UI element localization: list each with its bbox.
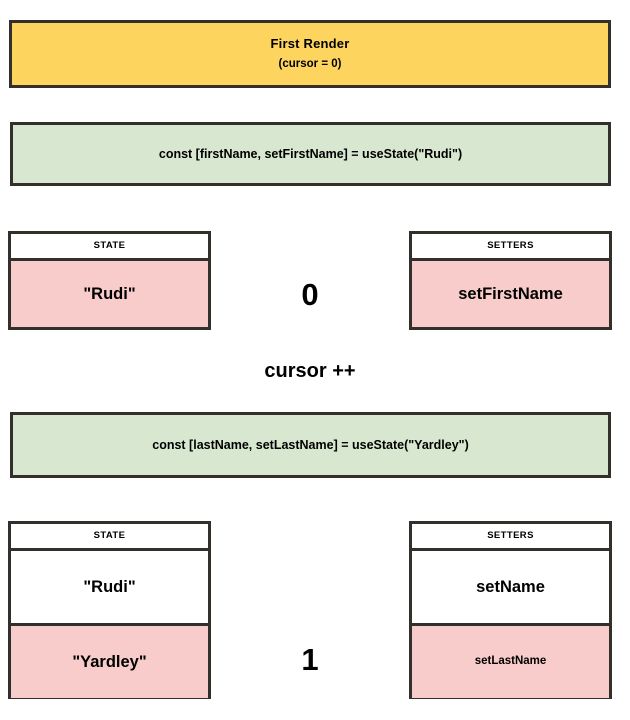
state-table-1-cell-value: "Rudi" (83, 284, 136, 303)
state-table-2: STATE "Rudi" "Yardley" (8, 521, 211, 699)
setters-table-1-header-label: SETTERS (487, 240, 534, 252)
setters-table-2-header-label: SETTERS (487, 530, 534, 542)
setters-table-2: SETTERS setName setLastName (409, 521, 612, 699)
state-table-2-cell-value-1: "Yardley" (72, 652, 147, 671)
hook-code-text-1: const [firstName, setFirstName] = useSta… (158, 146, 463, 161)
cursor-index-1: 1 (301, 642, 319, 677)
state-table-1: STATE "Rudi" (8, 231, 211, 330)
cursor-increment-label: cursor ++ (264, 360, 356, 382)
banner-cursor-subtitle: (cursor = 0) (278, 58, 342, 71)
setters-table-2-cell-value-1: setLastName (474, 655, 547, 668)
state-table-2-header: STATE (11, 524, 208, 551)
setters-table-2-header: SETTERS (412, 524, 609, 551)
setters-table-2-row: setLastName (412, 626, 609, 698)
setters-table-1-cell-value: setFirstName (458, 284, 563, 303)
setters-table-1-row: setFirstName (412, 261, 609, 327)
state-table-2-row: "Rudi" (11, 551, 208, 626)
setters-table-1-header: SETTERS (412, 234, 609, 261)
hook-code-box-2: const [lastName, setLastName] = useState… (10, 412, 611, 478)
cursor-index-0: 0 (301, 277, 319, 312)
setters-table-2-cell-value-0: setName (476, 577, 545, 596)
banner-title: First Render (270, 36, 350, 52)
state-table-1-header: STATE (11, 234, 208, 261)
state-table-1-row: "Rudi" (11, 261, 208, 327)
state-table-1-header-label: STATE (93, 240, 126, 252)
state-table-2-cell-value-0: "Rudi" (83, 577, 136, 596)
state-table-2-header-label: STATE (93, 530, 126, 542)
first-render-banner: First Render (cursor = 0) (9, 20, 611, 88)
setters-table-2-row: setName (412, 551, 609, 626)
setters-table-1: SETTERS setFirstName (409, 231, 612, 330)
hook-code-box-1: const [firstName, setFirstName] = useSta… (10, 122, 611, 186)
state-table-2-row: "Yardley" (11, 626, 208, 698)
hook-code-text-2: const [lastName, setLastName] = useState… (152, 437, 469, 452)
